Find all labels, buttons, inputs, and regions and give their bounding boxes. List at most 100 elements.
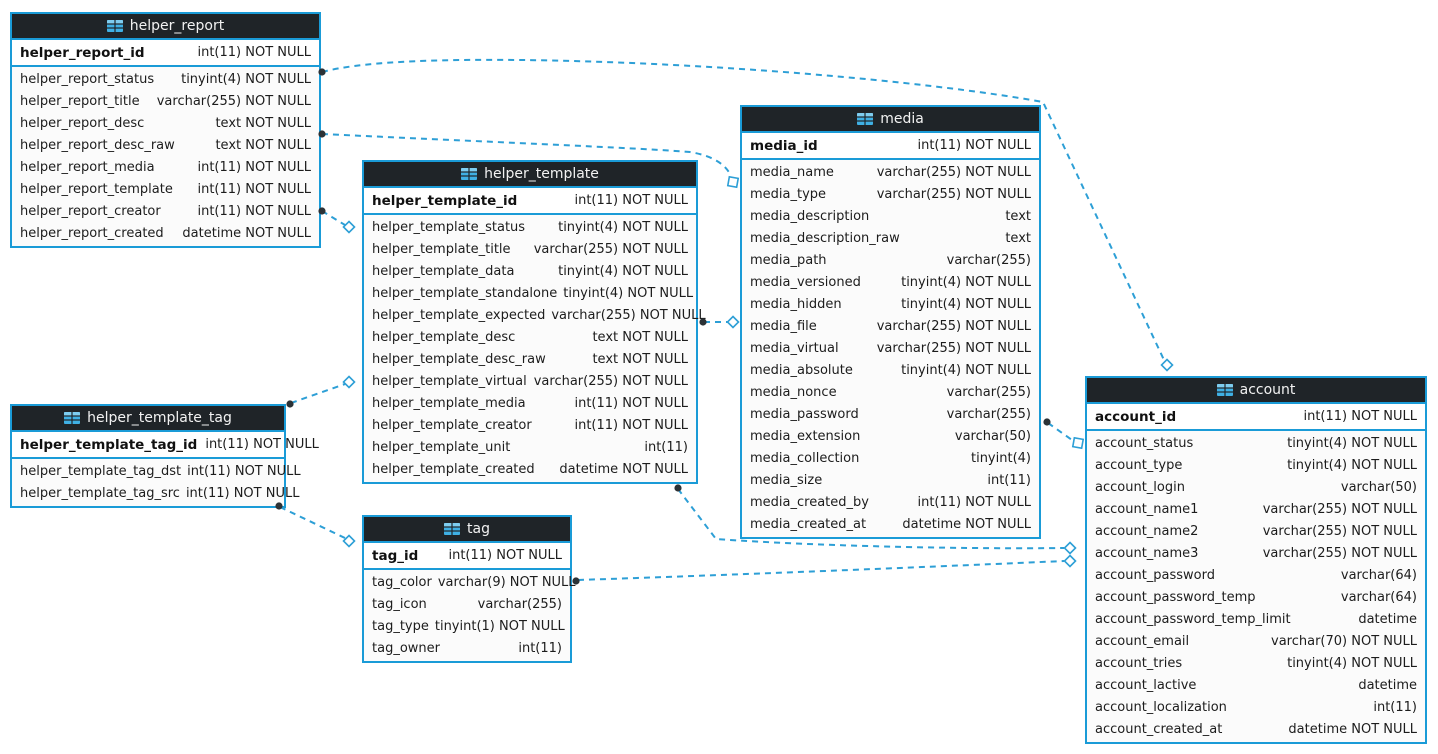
table-header-media[interactable]: media [742, 107, 1039, 133]
column-type: varchar(255) NOT NULL [533, 241, 688, 257]
column-name: helper_template_tag_src [20, 485, 180, 501]
table-icon [1216, 384, 1233, 396]
column-name: helper_report_desc [20, 115, 145, 131]
relationship-endpoint-diamond [1063, 541, 1077, 555]
column-type: text [1005, 230, 1031, 246]
column-name: media_collection [750, 450, 860, 466]
column-name: account_type [1095, 457, 1183, 473]
column-name: helper_template_virtual [372, 373, 527, 389]
pk-column-type: int(11) NOT NULL [448, 548, 562, 563]
table-title: account [1239, 382, 1296, 398]
relationship-endpoint-dot [286, 400, 294, 408]
table-title: tag [467, 521, 490, 537]
column-type: datetime [1358, 611, 1417, 627]
column-name: account_email [1095, 633, 1190, 649]
relationship-line-helper_report-helper_template[interactable] [321, 210, 346, 226]
relationship-line-tag-account[interactable] [577, 560, 1065, 581]
relationship-endpoint-diamond [342, 220, 356, 234]
pk-column-name: helper_template_id [372, 192, 518, 209]
column-type: tinyint(4) NOT NULL [558, 219, 688, 235]
column-name: account_lactive [1095, 677, 1197, 693]
column-name: tag_type [372, 618, 429, 634]
table-header-helper_template[interactable]: helper_template [364, 162, 696, 188]
column-name: media_created_by [750, 494, 869, 510]
column-row: account_lactive datetime [1087, 674, 1425, 696]
table-header-account[interactable]: account [1087, 378, 1425, 404]
column-type: varchar(255) [946, 406, 1031, 422]
column-type: int(11) NOT NULL [574, 417, 688, 433]
column-type: int(11) [1373, 699, 1417, 715]
relationship-line-helper_template_tag-helper_template[interactable] [290, 383, 346, 404]
column-type: int(11) NOT NULL [185, 485, 300, 501]
relationship-line-helper_template_tag-tag[interactable] [279, 506, 346, 539]
column-name: media_path [750, 252, 827, 268]
column-name: helper_template_desc_raw [372, 351, 546, 367]
column-row: account_email varchar(70) NOT NULL [1087, 630, 1425, 652]
table-icon [444, 523, 461, 535]
column-type: varchar(255) NOT NULL [1262, 545, 1417, 561]
column-type: tinyint(1) NOT NULL [434, 618, 565, 634]
column-type: int(11) [987, 472, 1031, 488]
column-name: helper_report_desc_raw [20, 137, 175, 153]
pk-column-name: tag_id [372, 547, 419, 564]
column-row: media_description_raw text [742, 227, 1039, 249]
table-icon [857, 113, 874, 125]
column-name: helper_template_data [372, 263, 515, 279]
column-type: varchar(70) NOT NULL [1271, 633, 1417, 649]
column-type: int(11) NOT NULL [197, 159, 311, 175]
table-helper_report[interactable]: helper_report helper_report_id int(11) NOT… [10, 12, 321, 248]
table-title: helper_template_tag [87, 410, 232, 426]
table-header-helper_template_tag[interactable]: helper_template_tag [12, 406, 284, 432]
relationship-line-media-account[interactable] [1047, 422, 1073, 441]
column-type: varchar(255) NOT NULL [1262, 523, 1417, 539]
column-type: datetime [1358, 677, 1417, 693]
column-name: account_login [1095, 479, 1185, 495]
column-type: tinyint(4) NOT NULL [901, 296, 1031, 312]
column-type: int(11) NOT NULL [574, 395, 688, 411]
column-name: media_description_raw [750, 230, 900, 246]
table-icon [106, 20, 123, 32]
column-name: account_password_temp_limit [1095, 611, 1291, 627]
column-name: helper_report_creator [20, 203, 161, 219]
column-type: varchar(255) NOT NULL [1262, 501, 1417, 517]
table-header-helper_report[interactable]: helper_report [12, 14, 319, 40]
pk-column-type: int(11) NOT NULL [917, 138, 1031, 153]
column-name: tag_color [372, 574, 432, 590]
table-title: helper_report [129, 18, 225, 34]
column-name: helper_template_creator [372, 417, 532, 433]
table-header-tag[interactable]: tag [364, 517, 570, 543]
column-name: account_localization [1095, 699, 1227, 715]
column-name: account_name1 [1095, 501, 1199, 517]
pk-column-name: helper_report_id [20, 44, 145, 61]
